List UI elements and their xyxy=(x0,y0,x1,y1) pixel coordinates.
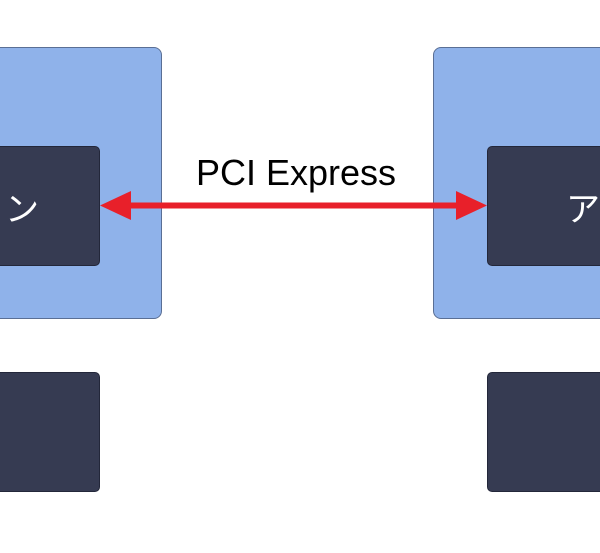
arrow-head-right xyxy=(456,191,487,220)
left-lower-chip-box xyxy=(0,372,100,492)
right-lower-chip-box xyxy=(487,372,600,492)
left-chip-box: ン xyxy=(0,146,100,266)
arrow-head-left xyxy=(100,191,131,220)
link-label: PCI Express xyxy=(195,152,397,193)
left-chip-label: ン xyxy=(5,189,39,230)
right-chip-box: ア xyxy=(487,146,600,266)
right-chip-label: ア xyxy=(566,189,600,230)
